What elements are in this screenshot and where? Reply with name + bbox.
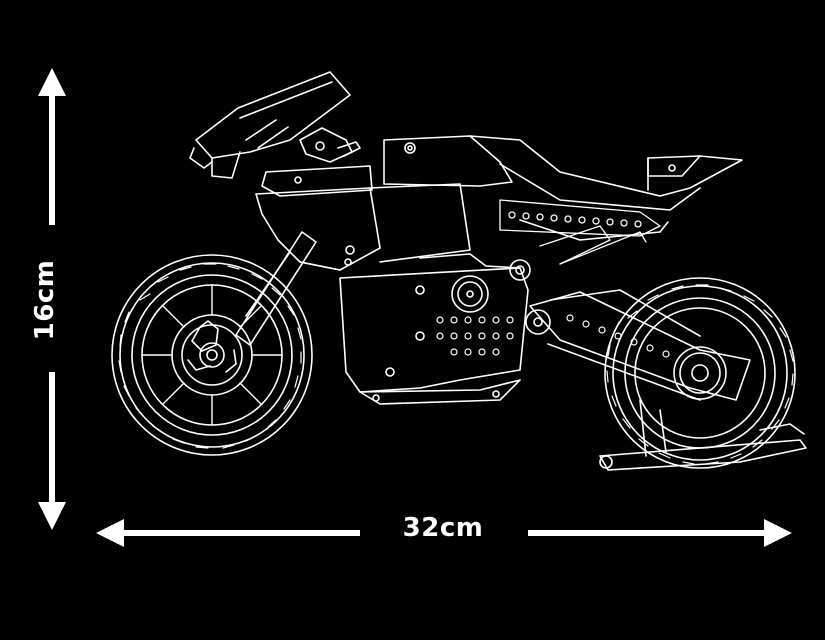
engine — [339, 253, 531, 405]
fuel-tank — [383, 135, 513, 187]
cockpit — [189, 71, 361, 179]
width-dimension-label: 32cm — [402, 513, 484, 543]
front-wheel — [111, 254, 313, 456]
frame-beam — [499, 199, 661, 265]
front-fairing — [255, 165, 471, 271]
height-dimension-label: 16cm — [30, 259, 60, 341]
motorcycle-drawing — [111, 71, 807, 471]
rear-wheel — [604, 277, 796, 469]
front-fork — [187, 231, 317, 373]
width-dimension-arrow — [96, 519, 792, 547]
rear-stand — [599, 399, 807, 471]
swingarm — [525, 289, 751, 401]
height-dimension-arrow — [38, 68, 66, 530]
tail-section — [469, 135, 743, 241]
